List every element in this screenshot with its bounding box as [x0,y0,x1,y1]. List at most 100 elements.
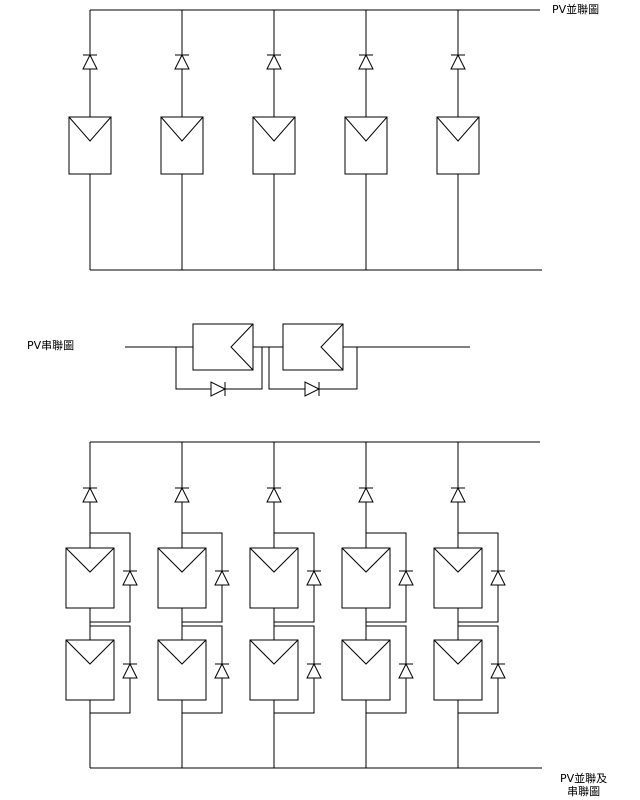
combined-module [433,532,506,623]
pv-panel-chevron [320,323,344,371]
pv-panel [157,547,207,609]
combined-module [341,532,414,623]
combined-branch [341,442,414,768]
pv-panel-chevron [252,116,296,142]
label-pv-combined-line2: 串聯圖 [567,785,601,798]
bypass-diode [490,662,506,679]
bypass-diode [122,569,138,586]
blocking-diode [358,53,374,70]
diode-triangle [398,662,414,679]
pv-panel-chevron [341,547,391,573]
pv-panel-frame [282,323,344,371]
diode-triangle [398,569,414,586]
diode-triangle [174,53,190,70]
pv-panel-frame [157,547,207,609]
pv-panel-frame [341,547,391,609]
combined-module [341,625,414,714]
pv-panel-chevron [436,116,480,142]
pv-panel-frame [68,116,112,175]
bypass-diode [398,569,414,586]
blocking-diode [82,486,98,503]
pv-panel-chevron [65,547,115,573]
pv-panel [341,639,391,701]
bypass-diode [214,662,230,679]
blocking-diode [82,53,98,70]
parallel-branch [68,10,112,270]
combined-module [249,532,322,623]
pv-panel-frame [157,639,207,701]
diode-triangle [174,486,190,503]
pv-panel [68,116,112,175]
series-module [268,323,358,397]
diode-triangle [82,53,98,70]
diode-triangle [306,569,322,586]
pv-panel [157,639,207,701]
diode-triangle [358,486,374,503]
pv-panel-frame [436,116,480,175]
pv-panel [249,639,299,701]
combined-branch [433,442,506,768]
diode-triangle [450,53,466,70]
label-pv-combined-line1: PV並聯及 [560,772,608,785]
diagram-combined [65,441,542,769]
combined-module [65,625,138,714]
bypass-diode [306,569,322,586]
diagram-series [125,323,470,397]
blocking-diode [358,486,374,503]
pv-panel-frame [341,639,391,701]
pv-panel-chevron [68,116,112,142]
parallel-branch [344,10,388,270]
combined-branch [65,442,138,768]
pv-panel-chevron [249,639,299,665]
pv-panel-chevron [433,639,483,665]
pv-panel [344,116,388,175]
combined-module [249,625,322,714]
combined-module [65,532,138,623]
combined-module [433,625,506,714]
blocking-diode [450,486,466,503]
pv-panel-chevron [160,116,204,142]
bypass-diode [210,381,227,397]
pv-panel-frame [249,639,299,701]
diode-triangle [450,486,466,503]
series-module [175,323,263,397]
pv-panel [192,323,254,371]
pv-panel-frame [252,116,296,175]
label-pv-series: PV串聯圖 [27,339,75,352]
diode-triangle [266,53,282,70]
pv-panel-frame [433,547,483,609]
parallel-branch [436,10,480,270]
pv-panel [433,639,483,701]
pv-panel-chevron [341,639,391,665]
pv-panel-frame [433,639,483,701]
bypass-diode [122,662,138,679]
bypass-diode [304,381,321,397]
pv-panel [341,547,391,609]
bypass-diode [214,569,230,586]
pv-panel-chevron [157,547,207,573]
pv-panel [433,547,483,609]
pv-panel [249,547,299,609]
pv-panel [65,547,115,609]
blocking-diode [174,53,190,70]
pv-panel-chevron [230,323,254,371]
diode-triangle [266,486,282,503]
diode-triangle [490,662,506,679]
blocking-diode [266,486,282,503]
diode-triangle [122,569,138,586]
diode-triangle [214,569,230,586]
pv-panel [436,116,480,175]
parallel-branch [252,10,296,270]
bypass-diode [306,662,322,679]
combined-module [157,532,230,623]
pv-panel-chevron [65,639,115,665]
pv-panel-frame [192,323,254,371]
label-pv-combined: PV並聯及 串聯圖 [560,772,607,798]
diode-triangle [358,53,374,70]
pv-panel-chevron [157,639,207,665]
pv-panel-frame [65,547,115,609]
pv-panel [282,323,344,371]
diode-triangle [490,569,506,586]
pv-panel-chevron [433,547,483,573]
